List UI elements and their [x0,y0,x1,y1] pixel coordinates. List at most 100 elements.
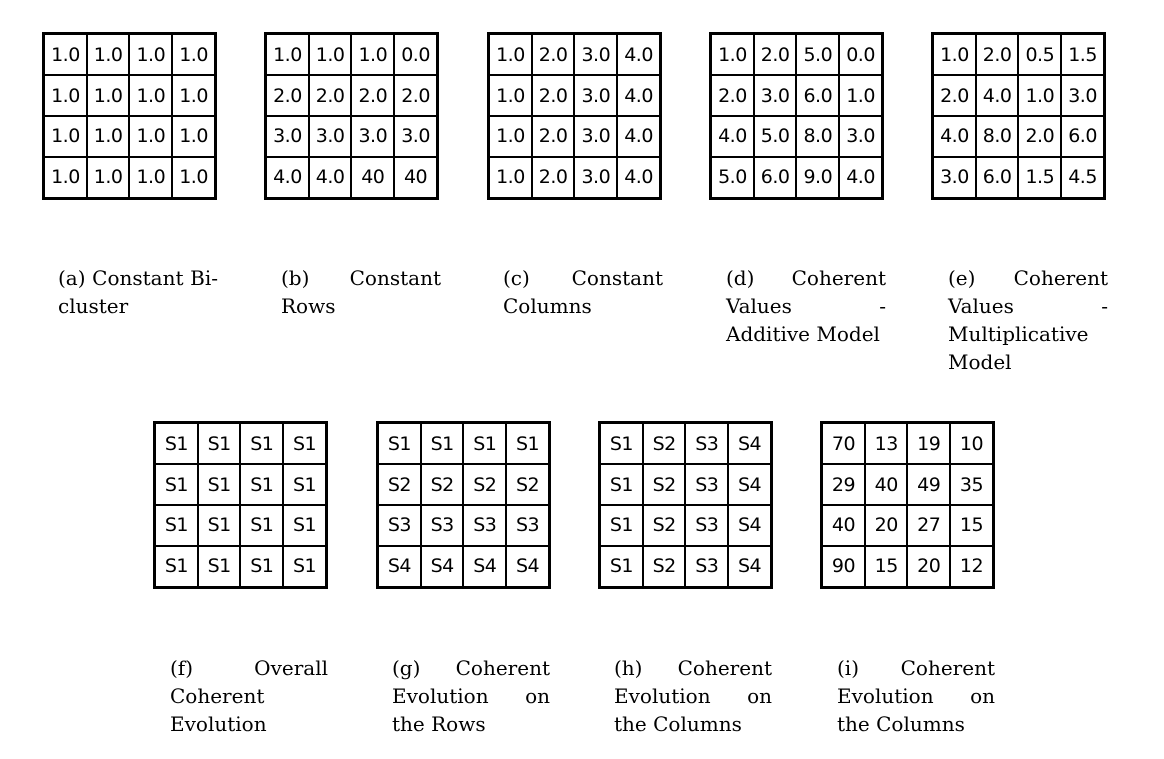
matrix-cell: 4.0 [974,74,1020,117]
matrix-cell: 4.0 [616,74,662,117]
matrix-cell: 1.0 [128,74,174,117]
matrix-cell: S1 [153,421,199,466]
matrix-cell: 2.0 [307,74,353,117]
caption-d: (d) Coherent Values - Additive Model [726,266,886,346]
matrix-cell: S1 [153,463,199,506]
matrix-cell: 1.0 [85,32,131,77]
matrix-cell: S3 [376,503,422,547]
matrix-cell: S4 [727,463,773,506]
matrix-cell: S1 [598,463,644,506]
matrix-cell: 1.0 [931,32,977,77]
matrix-cell: S2 [641,421,687,466]
matrix-cell: 20 [906,544,952,589]
matrix-cell: 19 [906,421,952,466]
matrix-cell: S1 [239,503,285,547]
matrix-cell: 5.0 [752,114,798,158]
matrix-cell: 4.5 [1060,155,1106,200]
matrix-cell: S4 [727,544,773,589]
matrix-cell: S3 [684,463,730,506]
matrix-cell: 1.0 [85,74,131,117]
matrix-cell: 6.0 [795,74,841,117]
matrix-cell: S1 [598,421,644,466]
matrix-cell: S1 [505,421,551,466]
matrix-cell: 8.0 [974,114,1020,158]
matrix-cell: S4 [727,503,773,547]
matrix-cell: 1.0 [42,32,88,77]
matrix-cell: S3 [684,503,730,547]
matrix-cell: 4.0 [709,114,755,158]
matrix-cell: 1.0 [487,74,533,117]
matrix-cell: S1 [598,503,644,547]
matrix-cell: 2.0 [752,32,798,77]
matrix-cell: 3.0 [264,114,310,158]
matrix-cell: 1.0 [171,32,217,77]
matrix-cell: 6.0 [974,155,1020,200]
matrix-cell: 1.0 [128,155,174,200]
matrix-cell: S3 [684,544,730,589]
matrix-cell: 3.0 [393,114,439,158]
matrix-cell: 1.0 [42,155,88,200]
matrix-cell: 10 [949,421,995,466]
matrix-cell: 0.0 [393,32,439,77]
matrix-cell: S2 [641,503,687,547]
matrix-cell: S1 [282,503,328,547]
matrix-cell: 3.0 [838,114,884,158]
matrix-cell: 20 [863,503,909,547]
matrix-cell: S1 [598,544,644,589]
matrix-cell: S2 [505,463,551,506]
caption-b: (b) Constant Rows [281,266,441,318]
matrix-cell: S1 [282,421,328,466]
matrix-cell: S1 [239,463,285,506]
caption-a: (a) Constant Bi-cluster [58,266,218,318]
matrix-cell: S1 [196,463,242,506]
matrix-cell: 9.0 [795,155,841,200]
matrix-cell: 2.0 [530,32,576,77]
matrix-cell: S2 [376,463,422,506]
caption-f: (f) Overall Coherent Evolution [170,656,328,736]
matrix-cell: 4.0 [931,114,977,158]
matrix-cell: S1 [153,544,199,589]
matrix-cell: 12 [949,544,995,589]
matrix-cell: 3.0 [1060,74,1106,117]
matrix-cell: 49 [906,463,952,506]
matrix-cell: 4.0 [616,32,662,77]
matrix-cell: S2 [641,463,687,506]
matrix-cell: 40 [393,155,439,200]
matrix-cell: S1 [239,421,285,466]
matrix-cell: 4.0 [838,155,884,200]
matrix-cell: 2.0 [709,74,755,117]
matrix-cell: 2.0 [530,155,576,200]
matrix-cell: 40 [863,463,909,506]
matrix-cell: S3 [684,421,730,466]
matrix-cell: 1.0 [350,32,396,77]
matrix-cell: 70 [820,421,866,466]
matrix-cell: 6.0 [1060,114,1106,158]
matrix-cell: 27 [906,503,952,547]
